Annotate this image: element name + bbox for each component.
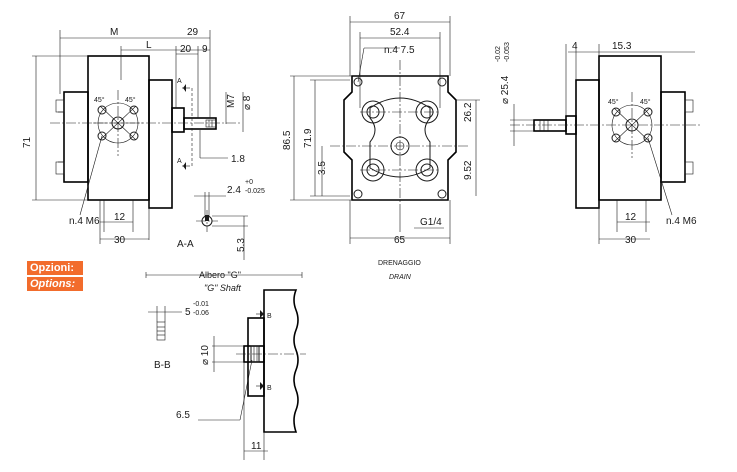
tol-2-4-lower: -0.025 xyxy=(245,188,265,195)
left-view-labels: M 29 L 20 9 71 45° 45° M7 ⌀ 8 1.8 A A n.… xyxy=(22,27,253,246)
dim-15-3: 15.3 xyxy=(612,41,632,52)
section-AA-detail: 2.4 +0 -0.025 5.3 A-A xyxy=(177,179,265,260)
shaft-g-title-it: Albero "G" xyxy=(199,270,241,280)
dim-dia8: ⌀ 8 xyxy=(242,95,253,110)
section-BB-label: B-B xyxy=(154,360,171,371)
section-A-bottom: A xyxy=(177,158,182,165)
dim-9-52: 9.52 xyxy=(463,160,474,180)
dim-M: M xyxy=(110,27,118,38)
dim-12-left: 12 xyxy=(114,212,126,223)
port-label: G1/4 xyxy=(420,217,442,228)
left-bolt-hole xyxy=(129,105,139,115)
left-flange-outline xyxy=(87,55,150,201)
dim-9: 9 xyxy=(202,44,208,55)
drain-it: DRENAGGIO xyxy=(378,260,421,267)
dia-tol-upper: -0.02 xyxy=(495,46,502,62)
dim-20: 20 xyxy=(180,44,192,55)
dim-11: 11 xyxy=(251,441,262,452)
dim-30-right: 30 xyxy=(625,235,637,246)
shaft-g-labels: Albero "G" "G" Shaft 5 -0.01 -0.06 B-B ⌀… xyxy=(154,270,272,452)
right-bolt-hole xyxy=(611,107,621,117)
tol-5-upper: -0.01 xyxy=(193,301,209,308)
dim-3-5: 3.5 xyxy=(317,161,328,175)
dim-29: 29 xyxy=(187,27,199,38)
thread-label-left: n.4 M6 xyxy=(69,216,100,227)
left-pump-body xyxy=(148,79,173,209)
options-badge-en: Options: xyxy=(27,277,83,291)
dim-71-9: 71.9 xyxy=(303,128,314,148)
options-label-en: Options: xyxy=(30,278,76,290)
shaft-g-body xyxy=(263,289,299,433)
dia-tol-lower: -0.053 xyxy=(504,42,511,62)
left-bolt-hole xyxy=(97,131,107,141)
dim-M7: M7 xyxy=(226,94,237,108)
left-shaft-key xyxy=(205,119,217,128)
dim-L: L xyxy=(146,40,152,51)
dim-52-4: 52.4 xyxy=(390,27,410,38)
right-end-cover xyxy=(660,91,686,183)
right-angle-45-a: 45° xyxy=(608,98,619,106)
right-shaft xyxy=(533,119,567,132)
options-badge-it: Opzioni: xyxy=(27,261,83,275)
left-shaft xyxy=(183,117,217,130)
right-view-labels: 4 15.3 ⌀ 25.4 -0.02 -0.053 45° 45° n.4 M… xyxy=(495,41,697,246)
left-end-cover xyxy=(63,91,89,183)
dim-67: 67 xyxy=(394,11,406,22)
front-housing xyxy=(343,75,457,201)
angle-45-b: 45° xyxy=(125,96,136,104)
tol-2-4-upper: +0 xyxy=(245,179,253,186)
right-pump-body xyxy=(575,79,600,209)
dim-71: 71 xyxy=(22,136,33,148)
dim-5: 5 xyxy=(185,307,191,318)
dim-26-2: 26.2 xyxy=(463,102,474,122)
dim-5-3: 5.3 xyxy=(236,238,247,252)
dim-1-8: 1.8 xyxy=(231,154,245,165)
left-shaft-hub xyxy=(171,107,185,133)
section-B-top: B xyxy=(267,313,272,320)
dia-25-4: ⌀ 25.4 xyxy=(500,75,511,104)
shaft-g-title-en: "G" Shaft xyxy=(204,283,241,293)
section-B-bottom: B xyxy=(267,385,272,392)
options-label-it: Opzioni: xyxy=(30,262,74,274)
dim-6-5: 6.5 xyxy=(176,410,190,421)
right-bolt-hole xyxy=(611,133,621,143)
front-view-labels: 67 52.4 n.4 7.5 86.5 71.9 26.2 3.5 9.52 … xyxy=(282,11,474,281)
dim-2-4: 2.4 xyxy=(227,185,241,196)
tol-5-lower: -0.06 xyxy=(193,310,209,317)
left-side-view xyxy=(32,30,244,244)
dim-4: 4 xyxy=(572,41,578,52)
drain-en: DRAIN xyxy=(389,274,412,281)
thread-label-right: n.4 M6 xyxy=(666,216,697,227)
right-bolt-hole xyxy=(643,133,653,143)
right-angle-45-b: 45° xyxy=(640,98,651,106)
shaft-g-option xyxy=(145,272,306,460)
right-side-view xyxy=(510,44,700,244)
dia-10: ⌀ 10 xyxy=(200,345,211,365)
right-bolt-hole xyxy=(643,107,653,117)
left-bolt-hole xyxy=(97,105,107,115)
section-A-top: A xyxy=(177,78,182,85)
front-view xyxy=(290,16,480,244)
holes-label: n.4 7.5 xyxy=(384,45,415,56)
angle-45-a: 45° xyxy=(94,96,105,104)
left-bolt-hole xyxy=(129,131,139,141)
dim-65: 65 xyxy=(394,235,406,246)
dim-86-5: 86.5 xyxy=(282,130,293,150)
section-AA-label: A-A xyxy=(177,239,194,250)
dim-30-left: 30 xyxy=(114,235,126,246)
front-gear-chamber xyxy=(369,97,431,178)
dim-12-right: 12 xyxy=(625,212,637,223)
